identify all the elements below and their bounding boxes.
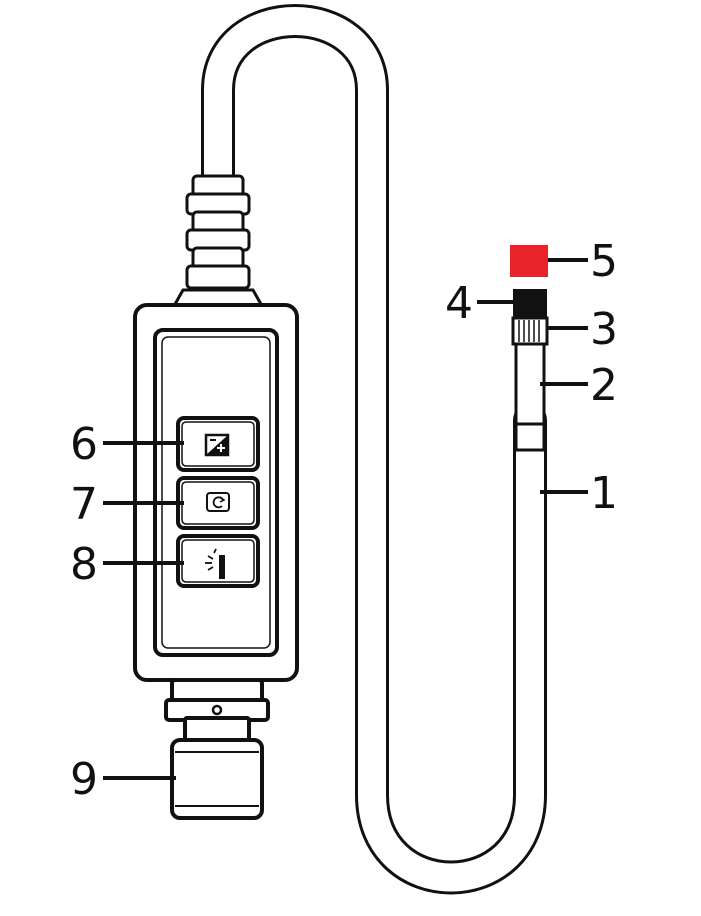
- rotate-button[interactable]: [176, 476, 260, 530]
- camera-ring: [511, 316, 549, 346]
- callout-8: 8: [70, 539, 98, 590]
- probe-tube: [514, 338, 546, 452]
- callout-7: 7: [70, 479, 98, 530]
- callout-6: 6: [70, 419, 98, 470]
- callout-4: 4: [445, 278, 473, 329]
- light-icon: [205, 548, 225, 579]
- callout-2: 2: [590, 360, 618, 411]
- cable: [201, 4, 547, 895]
- exposure-plus-icon: [204, 433, 230, 457]
- connector: [164, 678, 270, 820]
- leader-lines: [103, 258, 588, 780]
- probe-section: [514, 338, 546, 426]
- rotate-icon: [206, 492, 230, 512]
- light-button[interactable]: [176, 534, 260, 588]
- red-cap: [510, 245, 548, 277]
- callout-3: 3: [590, 304, 618, 355]
- exposure-button[interactable]: [176, 416, 260, 472]
- callout-5: 5: [590, 236, 618, 287]
- callout-1: 1: [590, 468, 618, 519]
- strain-relief: [171, 174, 265, 308]
- camera-head-black: [513, 289, 547, 319]
- callout-9: 9: [70, 754, 98, 805]
